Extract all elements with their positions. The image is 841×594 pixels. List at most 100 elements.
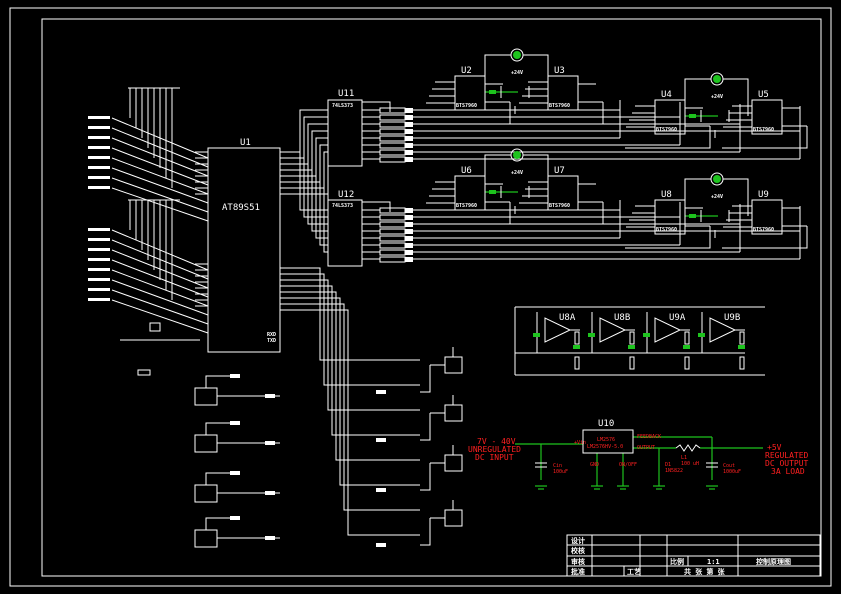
wire xyxy=(111,157,209,195)
connector-pin xyxy=(405,243,413,248)
wire xyxy=(484,54,511,92)
resistor xyxy=(379,121,406,128)
resistor xyxy=(629,356,635,370)
process-label: 工艺 xyxy=(627,567,641,576)
mcu-part: AT89S51 xyxy=(222,203,260,213)
connector-pin xyxy=(405,136,413,141)
wire xyxy=(420,413,431,441)
wire xyxy=(684,178,711,216)
resistor xyxy=(684,331,690,345)
wire xyxy=(299,152,328,211)
optocoupler xyxy=(194,434,218,453)
driver-body xyxy=(751,199,783,235)
wire xyxy=(111,177,209,213)
wire xyxy=(205,422,240,435)
input-label-mark xyxy=(88,126,110,129)
opamp-u9a xyxy=(654,317,682,343)
motor-icon xyxy=(510,48,524,62)
resistor xyxy=(379,207,406,214)
resistor xyxy=(379,235,406,242)
wire xyxy=(319,144,328,182)
wire xyxy=(299,109,328,152)
d1-label: D1 xyxy=(665,462,671,468)
wire xyxy=(111,269,209,307)
driver-ref: U4 xyxy=(661,90,672,100)
cin-value: 100uF xyxy=(553,469,568,475)
wire xyxy=(315,137,328,176)
optocoupler xyxy=(194,387,218,406)
output-line4: 3A LOAD xyxy=(771,467,805,476)
designer-label: 设计 xyxy=(571,536,585,545)
latch-u11: U11 74LS373 xyxy=(327,89,363,167)
input-label-mark xyxy=(88,146,110,149)
wire xyxy=(205,375,240,388)
opamp-label: U9A xyxy=(669,313,686,323)
motor-fill xyxy=(713,75,721,83)
relay-box xyxy=(444,454,463,472)
approver-label: 批准 xyxy=(571,567,585,576)
driver-body xyxy=(547,75,579,111)
wire xyxy=(425,202,511,225)
driver-part: BTS7960 xyxy=(549,203,570,209)
driver-part: BTS7960 xyxy=(456,203,477,209)
resistor xyxy=(265,536,275,540)
wire xyxy=(307,123,328,164)
wire xyxy=(722,226,808,249)
resistor xyxy=(379,128,406,135)
input-label-mark xyxy=(88,268,110,271)
driver-ref: U2 xyxy=(461,66,472,76)
connector-pin xyxy=(405,236,413,241)
latch-part: 74LS373 xyxy=(332,103,353,109)
gnd-label: GND xyxy=(590,462,599,468)
input-label-mark xyxy=(88,298,110,301)
wire xyxy=(420,365,431,393)
relay-box xyxy=(444,356,463,374)
resistor xyxy=(230,471,240,475)
output-line2: REGULATED xyxy=(765,451,809,460)
connector-pin xyxy=(405,122,413,127)
output-voltage: +5V xyxy=(767,443,782,452)
latch-ref: U11 xyxy=(338,89,354,99)
wire xyxy=(425,102,511,125)
wires xyxy=(88,54,808,548)
green-pad xyxy=(738,345,745,349)
resistor xyxy=(230,421,240,425)
green-pad xyxy=(689,214,696,218)
wire xyxy=(111,167,209,204)
resistor xyxy=(379,135,406,142)
supply-label: +24V xyxy=(711,94,723,100)
driver-body xyxy=(654,199,686,235)
resistor xyxy=(379,228,406,235)
resistor xyxy=(137,369,151,376)
cout-value: 1000uF xyxy=(723,469,741,475)
wire xyxy=(205,517,240,530)
resistor xyxy=(684,356,690,370)
input-label-mark xyxy=(88,166,110,169)
opamp-label: U8B xyxy=(614,313,630,323)
motor-fill xyxy=(713,175,721,183)
crystal xyxy=(149,322,161,332)
latch-part: 74LS373 xyxy=(332,203,353,209)
connector-pin xyxy=(405,250,413,255)
wire xyxy=(296,273,420,386)
resistor xyxy=(574,331,580,345)
resistor xyxy=(379,149,406,156)
green-pad xyxy=(689,114,696,118)
wire xyxy=(625,226,711,249)
wire xyxy=(111,299,209,334)
resistor xyxy=(629,331,635,345)
input-label-mark xyxy=(88,248,110,251)
wire xyxy=(296,303,420,511)
cout-label: Cout xyxy=(723,463,735,469)
input-line3: DC INPUT xyxy=(475,453,514,462)
mcu-u1: U1 AT89S51 RXD TXD xyxy=(207,138,281,353)
resistor xyxy=(376,488,386,492)
output-label: OUTPUT xyxy=(637,445,655,451)
wire xyxy=(684,78,711,116)
driver-body xyxy=(547,175,579,211)
green-pad xyxy=(533,333,540,337)
wire xyxy=(362,201,391,212)
